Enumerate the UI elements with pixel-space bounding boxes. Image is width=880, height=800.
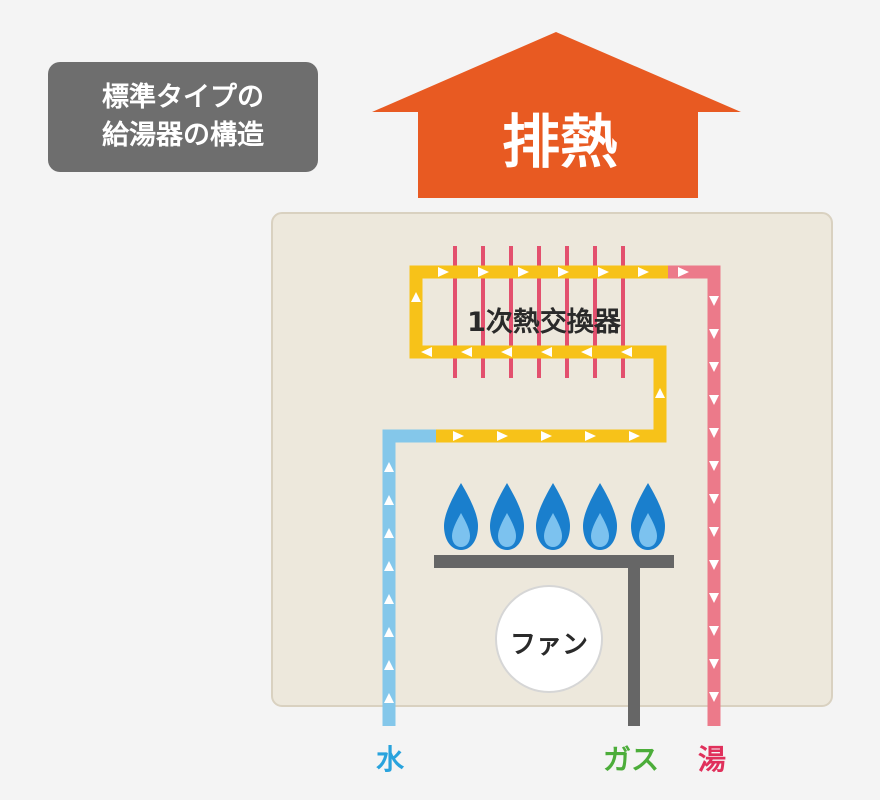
exhaust-label: 排熱	[501, 108, 618, 176]
flame-icon	[583, 483, 617, 550]
title-line-1: 標準タイプの	[102, 82, 264, 114]
exhaust-arrow	[372, 32, 741, 198]
flow-arrows	[384, 267, 719, 703]
heat-exchanger-pipe	[409, 265, 668, 443]
fan	[495, 585, 603, 693]
flame-icon	[444, 483, 478, 550]
water-inlet-label: 水	[376, 743, 405, 776]
flame-icon	[631, 483, 665, 550]
title-badge: 標準タイプの 給湯器の構造	[48, 62, 318, 172]
gas-inlet-label: ガス	[603, 743, 660, 776]
burner-bar	[434, 555, 674, 568]
burner-flames	[444, 483, 665, 550]
flame-icon	[536, 483, 570, 550]
fan-label: ファン	[509, 630, 588, 660]
flame-icon	[490, 483, 524, 550]
heat-exchanger-label: 1次熱交換器	[467, 307, 621, 338]
title-line-2: 給湯器の構造	[102, 120, 264, 151]
hot-water-outlet-label: 湯	[698, 743, 727, 776]
gas-pipe	[628, 562, 640, 726]
